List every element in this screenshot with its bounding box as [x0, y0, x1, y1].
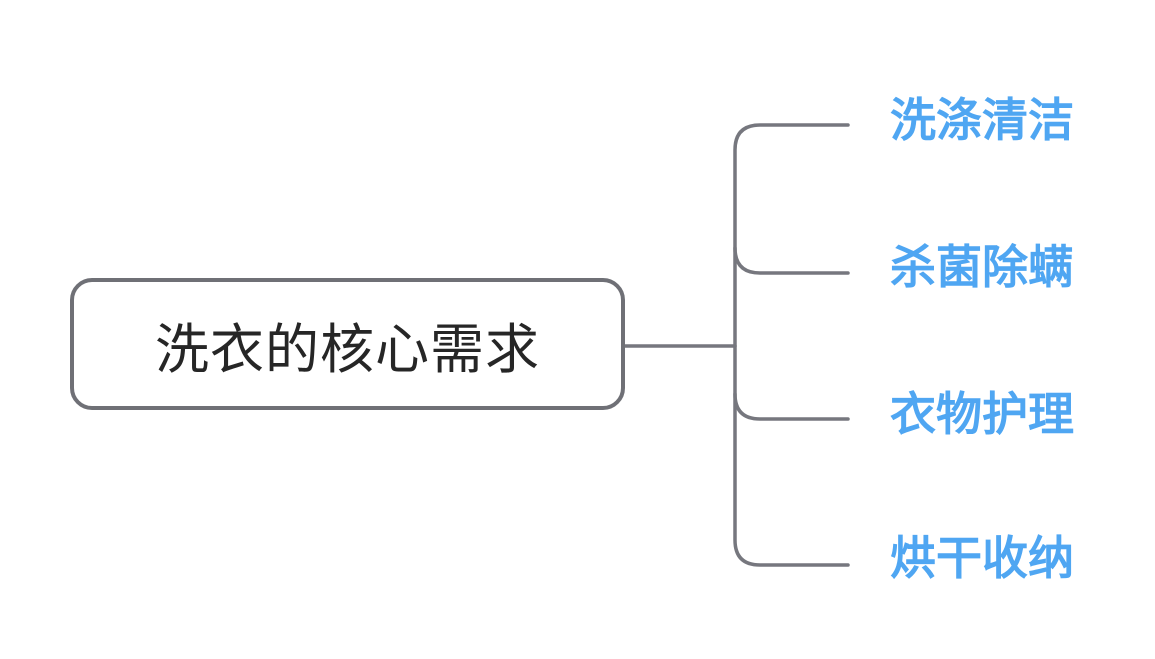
- root-node-label: 洗衣的核心需求: [155, 319, 540, 380]
- branch-node-sterilize-mite-removal[interactable]: 杀菌除螨: [890, 241, 1074, 293]
- connector-trunk: [733, 123, 850, 567]
- branch-node-drying-storage[interactable]: 烘干收纳: [890, 532, 1074, 584]
- root-node[interactable]: 洗衣的核心需求: [70, 278, 625, 410]
- connector-branch-3: [733, 392, 850, 421]
- branch-node-washing-cleaning[interactable]: 洗涤清洁: [890, 94, 1074, 146]
- branch-node-clothing-care[interactable]: 衣物护理: [890, 388, 1074, 440]
- connector-branch-2: [733, 246, 850, 275]
